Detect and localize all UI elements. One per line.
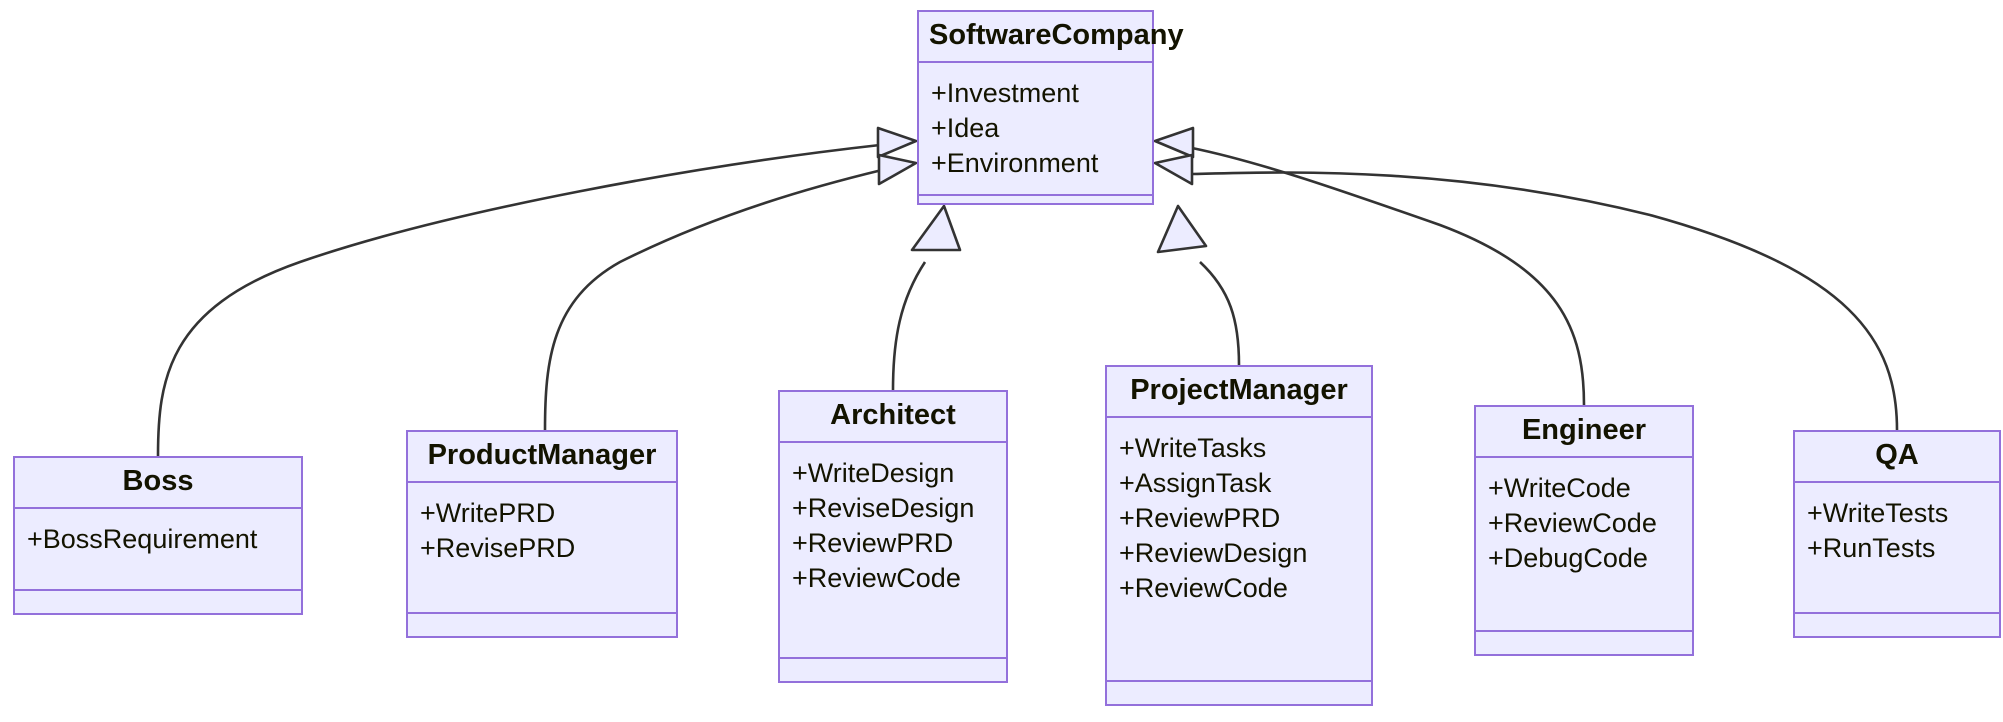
class-attribute: +RevisePRD — [420, 533, 576, 564]
class-node-project-manager[interactable]: ProjectManager +WriteTasks +AssignTask +… — [1105, 365, 1373, 706]
class-attributes-product-manager: +WritePRD +RevisePRD — [408, 483, 676, 614]
class-attribute: +ReviewDesign — [1119, 538, 1308, 569]
class-attribute: +WritePRD — [420, 498, 556, 528]
class-attribute: +WriteDesign — [792, 458, 955, 488]
class-attribute: +ReviseDesign — [792, 493, 975, 524]
class-attribute: +Investment — [931, 78, 1079, 108]
class-title-project-manager: ProjectManager — [1107, 367, 1371, 418]
edge-product-manager-to-software-company — [543, 153, 918, 431]
class-attribute: +BossRequirement — [27, 524, 258, 554]
class-title-boss: Boss — [15, 458, 301, 509]
class-attributes-boss: +BossRequirement — [15, 509, 301, 591]
class-methods-boss — [15, 591, 301, 613]
class-title-product-manager: ProductManager — [408, 432, 676, 483]
class-node-boss[interactable]: Boss +BossRequirement — [13, 456, 303, 615]
class-methods-engineer — [1476, 632, 1692, 654]
class-attributes-project-manager: +WriteTasks +AssignTask +ReviewPRD +Revi… — [1107, 418, 1371, 682]
class-node-software-company[interactable]: SoftwareCompany +Investment +Idea +Envir… — [917, 10, 1184, 205]
class-attribute: +ReviewCode — [1488, 508, 1657, 539]
class-attribute: +WriteTasks — [1119, 433, 1267, 463]
class-node-engineer[interactable]: Engineer +WriteCode +ReviewCode +DebugCo… — [1474, 405, 1694, 656]
class-attribute: +ReviewCode — [1119, 573, 1288, 604]
class-title-engineer: Engineer — [1476, 407, 1692, 458]
class-methods-architect — [780, 659, 1006, 681]
class-attribute: +WriteTests — [1807, 498, 1949, 528]
class-attribute: +AssignTask — [1119, 468, 1272, 499]
edge-engineer-to-software-company — [1153, 126, 1586, 406]
class-attribute: +Environment — [931, 148, 1099, 179]
class-attribute: +Idea — [931, 113, 1000, 144]
edge-architect-to-software-company — [891, 204, 962, 391]
class-title-architect: Architect — [780, 392, 1006, 443]
class-methods-qa — [1795, 614, 1999, 636]
class-attribute: +ReviewPRD — [1119, 503, 1281, 534]
class-attributes-software-company: +Investment +Idea +Environment — [919, 63, 1152, 197]
class-attributes-engineer: +WriteCode +ReviewCode +DebugCode — [1476, 458, 1692, 632]
class-attributes-qa: +WriteTests +RunTests — [1795, 483, 1999, 614]
class-methods-product-manager — [408, 614, 676, 636]
edge-project-manager-to-software-company — [1156, 204, 1241, 366]
class-node-architect[interactable]: Architect +WriteDesign +ReviseDesign +Re… — [778, 390, 1008, 683]
class-node-qa[interactable]: QA +WriteTests +RunTests — [1793, 430, 2001, 638]
class-attribute: +ReviewCode — [792, 563, 961, 594]
class-title-qa: QA — [1795, 432, 1999, 483]
class-attribute: +ReviewPRD — [792, 528, 954, 559]
class-attributes-architect: +WriteDesign +ReviseDesign +ReviewPRD +R… — [780, 443, 1006, 659]
class-attribute: +WriteCode — [1488, 473, 1631, 503]
class-title-software-company: SoftwareCompany — [919, 12, 1184, 63]
class-node-product-manager[interactable]: ProductManager +WritePRD +RevisePRD — [406, 430, 678, 638]
class-attribute: +RunTests — [1807, 533, 1936, 564]
class-methods-project-manager — [1107, 682, 1371, 704]
class-methods-software-company — [919, 196, 1152, 218]
class-attribute: +DebugCode — [1488, 543, 1648, 574]
